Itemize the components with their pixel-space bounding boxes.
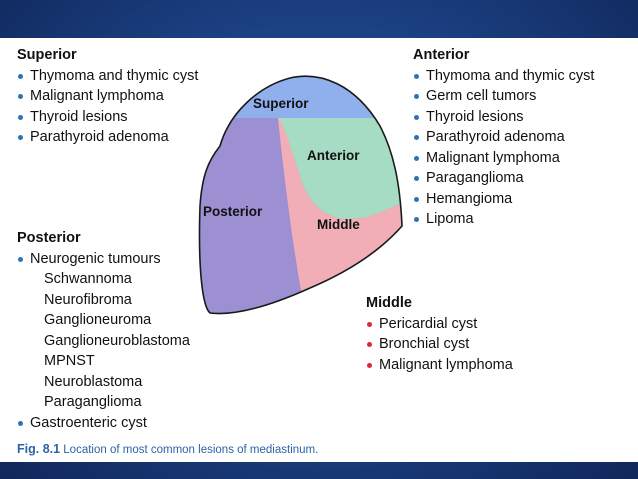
superior-label: Superior <box>253 96 309 111</box>
superior-item: Parathyroid adenoma <box>17 127 198 148</box>
superior-item: Malignant lymphoma <box>17 86 198 107</box>
middle-heading: Middle <box>366 295 412 311</box>
superior-block: Superior Thymoma and thymic cyst Maligna… <box>17 45 198 148</box>
posterior-item: Gastroenteric cyst <box>17 413 190 434</box>
anterior-item: Hemangioma <box>413 189 594 210</box>
posterior-label: Posterior <box>203 204 263 219</box>
caption-text: Location of most common lesions of media… <box>63 444 319 456</box>
figure-number: Fig. 8.1 <box>17 442 61 456</box>
posterior-item: Neurogenic tumours <box>17 249 190 270</box>
anterior-item: Parathyroid adenoma <box>413 127 594 148</box>
posterior-subitem: MPNST <box>44 353 95 369</box>
middle-item: Pericardial cyst <box>366 314 513 335</box>
anterior-block: Anterior Thymoma and thymic cyst Germ ce… <box>413 45 594 230</box>
anterior-item: Thymoma and thymic cyst <box>413 66 594 87</box>
anterior-item: Paraganglioma <box>413 168 594 189</box>
superior-heading: Superior <box>17 47 77 63</box>
posterior-subitem: Paraganglioma <box>44 394 142 410</box>
middle-item: Bronchial cyst <box>366 334 513 355</box>
anterior-item: Lipoma <box>413 209 594 230</box>
posterior-subitem: Neurofibroma <box>44 291 132 308</box>
anterior-heading: Anterior <box>413 47 470 63</box>
posterior-subitem: Ganglioneuroma <box>44 312 152 328</box>
diagram-outline <box>198 75 403 315</box>
mediastinum-diagram: Superior Anterior Posterior Middle <box>198 75 403 315</box>
anterior-region <box>278 118 403 220</box>
posterior-subitem: Ganglioneuroblastoma <box>44 332 190 349</box>
middle-block: Middle Pericardial cyst Bronchial cyst M… <box>366 293 513 375</box>
figure-caption: Fig. 8.1 Location of most common lesions… <box>17 442 318 456</box>
anterior-label: Anterior <box>307 148 360 163</box>
middle-item: Malignant lymphoma <box>366 355 513 376</box>
superior-item: Thymoma and thymic cyst <box>17 66 198 87</box>
superior-item: Thyroid lesions <box>17 107 198 128</box>
slide-figure: Superior Thymoma and thymic cyst Maligna… <box>0 38 638 462</box>
posterior-heading: Posterior <box>17 230 81 246</box>
posterior-subitem: Schwannoma <box>44 271 132 287</box>
middle-label: Middle <box>317 217 360 232</box>
posterior-subitem: Neuroblastoma <box>44 373 143 390</box>
posterior-block: Posterior Neurogenic tumours Schwannoma … <box>17 228 190 433</box>
anterior-item: Germ cell tumors <box>413 86 594 107</box>
anterior-item: Thyroid lesions <box>413 107 594 128</box>
anterior-item: Malignant lymphoma <box>413 148 594 169</box>
